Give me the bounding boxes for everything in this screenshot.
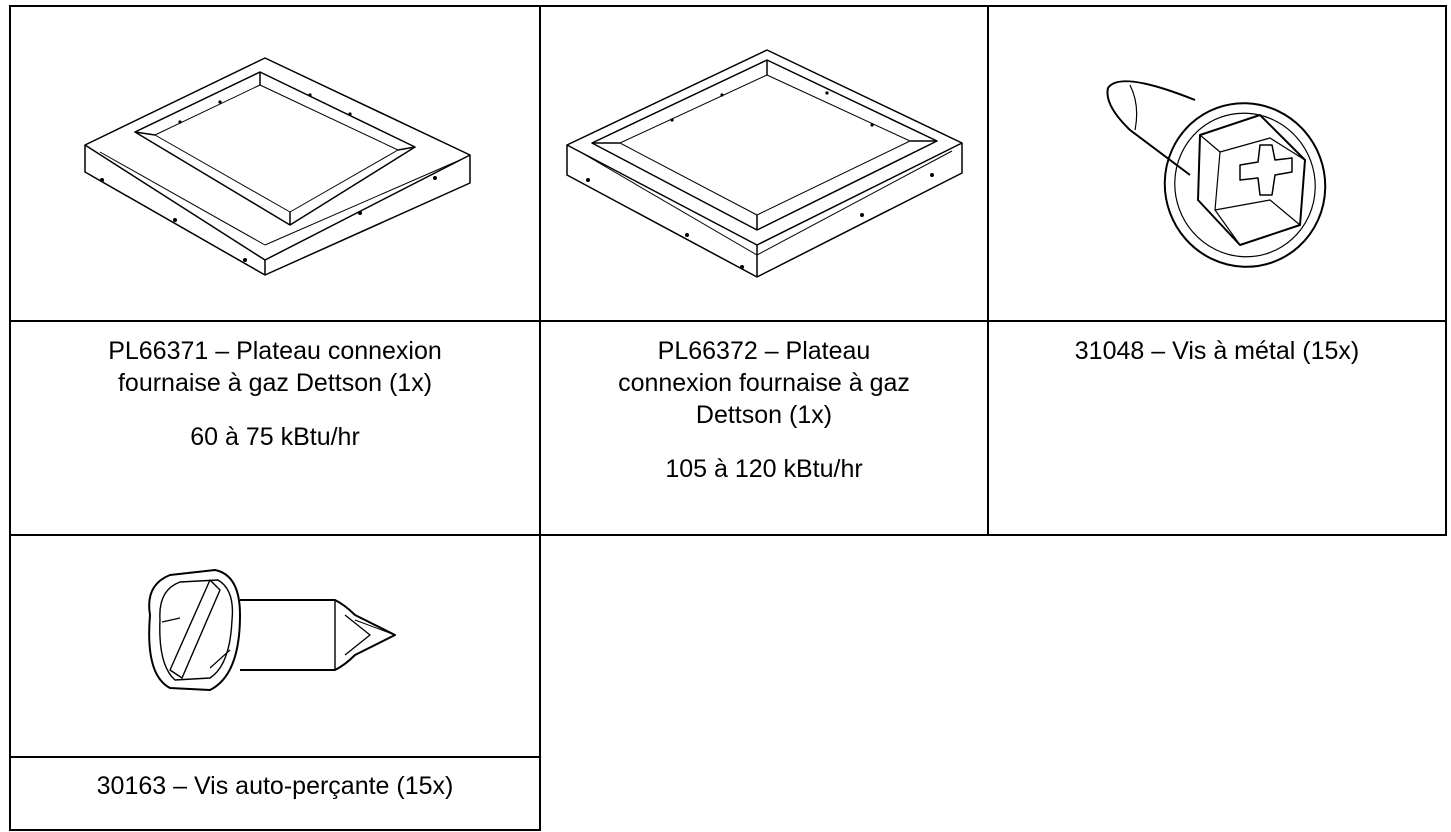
part-name-line: 31048 – Vis à métal (15x) — [1074, 337, 1360, 365]
furnace-tray-small-image — [80, 50, 480, 280]
self-drilling-screw-image — [140, 560, 410, 700]
table-row-divider-1 — [9, 320, 1447, 322]
part-name-line: PL66372 – Plateau — [657, 337, 871, 365]
part-cell-31048: 31048 – Vis à métal (15x) — [989, 335, 1445, 367]
table-col-divider-2 — [987, 5, 989, 536]
part-name-line: connexion fournaise à gaz — [618, 369, 910, 397]
part-name-line: Dettson (1x) — [695, 401, 833, 429]
table-row-divider-3 — [9, 756, 541, 758]
part-capacity: 60 à 75 kBtu/hr — [190, 423, 360, 451]
part-capacity: 105 à 120 kBtu/hr — [665, 455, 863, 483]
part-name-line: 30163 – Vis auto-perçante (15x) — [96, 772, 454, 800]
part-cell-pl66371: PL66371 – Plateau connexion fournaise à … — [11, 335, 539, 453]
table-border-top — [9, 5, 1447, 7]
table-col-divider-1 — [539, 5, 541, 831]
table-border-bottom — [9, 829, 541, 831]
furnace-tray-large-image — [562, 45, 972, 280]
table-row-divider-2 — [9, 534, 1447, 536]
part-cell-pl66372: PL66372 – Plateau connexion fournaise à … — [541, 335, 987, 485]
metal-screw-image — [1100, 60, 1340, 280]
part-name-line: fournaise à gaz Dettson (1x) — [117, 369, 433, 397]
table-border-left — [9, 5, 11, 831]
part-cell-30163: 30163 – Vis auto-perçante (15x) — [11, 770, 539, 802]
table-border-right — [1445, 5, 1447, 536]
part-name-line: PL66371 – Plateau connexion — [108, 337, 442, 365]
